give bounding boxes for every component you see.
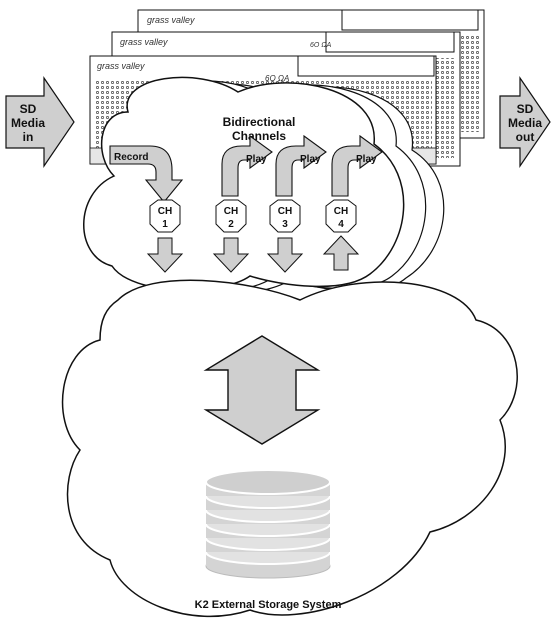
storage-label: K2 External Storage System xyxy=(195,599,342,611)
channel-3-mode: Play xyxy=(300,154,321,165)
media-in-label-line3: in xyxy=(23,130,34,144)
media-out-arrow: SD Media out xyxy=(499,76,551,168)
channel-3-name: CH xyxy=(278,206,292,217)
channel-1-mode: Record xyxy=(114,152,148,163)
media-out-label-line1: SD xyxy=(517,102,534,116)
panel-indicator: 6O ΩA xyxy=(265,74,289,83)
channel-2-name: CH xyxy=(224,206,238,217)
channel-4-name: CH xyxy=(334,206,348,217)
storage-cloud xyxy=(61,279,518,618)
channels-title-line2: Channels xyxy=(232,129,286,143)
media-in-arrow: SD Media in xyxy=(5,76,75,168)
channel-2-mode: Play xyxy=(246,154,267,165)
channel-3: Play CH 3 xyxy=(266,134,327,273)
channel-1-name: CH xyxy=(158,206,172,217)
media-out-label-line3: out xyxy=(516,130,535,144)
brand-logo: grass valley xyxy=(147,15,195,25)
channel-2: Play CH 2 xyxy=(212,134,273,273)
panel-indicator: 6O ΩA xyxy=(310,42,332,49)
disk-stack-icon xyxy=(205,469,331,579)
channel-4: Play CH 4 xyxy=(322,134,383,271)
brand-logo: grass valley xyxy=(120,37,168,47)
channels-cloud xyxy=(83,76,405,291)
media-in-label-line1: SD xyxy=(20,102,37,116)
channel-1: Record CH 1 xyxy=(109,145,184,273)
channel-4-number: 4 xyxy=(338,219,344,230)
channel-1-number: 1 xyxy=(162,219,168,230)
channels-title-line1: Bidirectional xyxy=(223,115,296,129)
channel-3-number: 3 xyxy=(282,219,288,230)
channel-2-number: 2 xyxy=(228,219,234,230)
brand-logo: grass valley xyxy=(97,61,145,71)
channel-4-mode: Play xyxy=(356,154,377,165)
bidirectional-arrow xyxy=(203,335,321,445)
media-in-label-line2: Media xyxy=(11,116,45,130)
media-out-label-line2: Media xyxy=(508,116,542,130)
